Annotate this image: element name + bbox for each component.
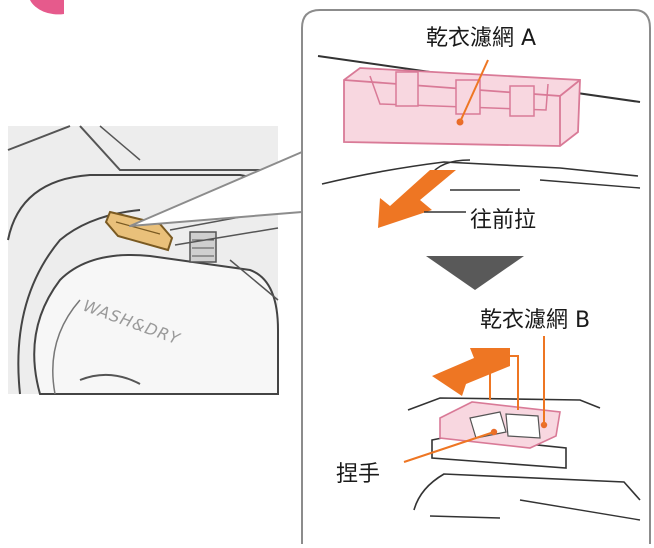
pull-arrow-bottom: [432, 348, 510, 396]
filter-a-illustration: [343, 67, 581, 147]
step-marker-circle: [30, 0, 64, 15]
pull-forward-label: 往前拉: [470, 208, 537, 233]
pull-arrow-top: [378, 170, 456, 228]
handle-leader: [403, 431, 495, 463]
filter-a-leader: [459, 59, 489, 123]
filter-b-illustration: [407, 355, 641, 521]
step-arrow: [426, 256, 524, 290]
filter-a-label: 乾衣濾網 A: [426, 26, 537, 51]
spring: [189, 231, 217, 263]
washer-overview: WASH&DRY: [7, 125, 279, 395]
handle-label: 捏手: [336, 462, 381, 487]
filter-b-label: 乾衣濾網 B: [480, 308, 591, 333]
